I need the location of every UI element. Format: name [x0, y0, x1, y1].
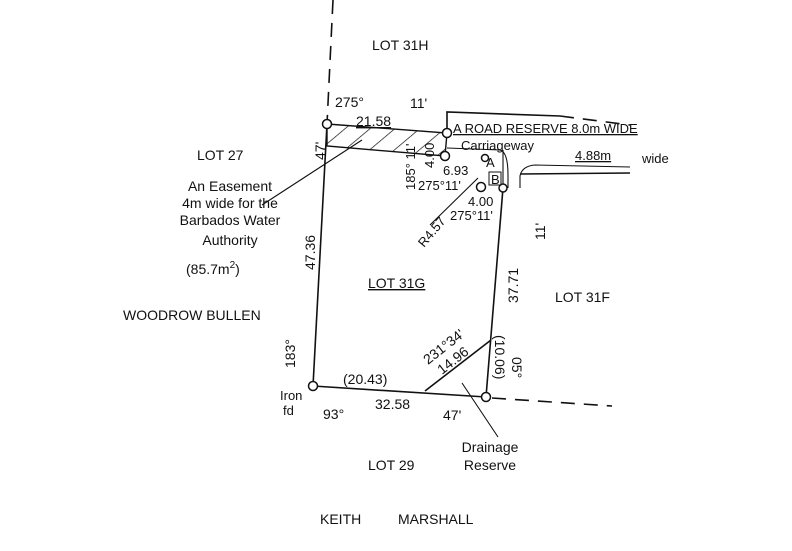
road-reserve-edge — [446, 111, 561, 133]
bottom-bearing-min: 47' — [443, 407, 461, 423]
right-lower-bearing: 05° — [509, 357, 525, 378]
easement-line-3: Barbados Water — [180, 212, 281, 228]
lot-31h-label: LOT 31H — [372, 37, 429, 53]
easement-line-1: An Easement — [188, 178, 272, 194]
drainage-diagonal — [424, 339, 492, 392]
south-extension-line — [491, 397, 613, 407]
right-lower-length: (10.06) — [492, 335, 508, 379]
south-boundary — [312, 385, 487, 398]
iron-found-label: Iron — [280, 388, 302, 403]
left-length: 47.36 — [302, 235, 318, 270]
point-b-label: B — [491, 172, 500, 187]
survey-point — [480, 391, 492, 403]
road-reserve-south-edge — [519, 172, 631, 175]
top-bearing-deg: 275° — [335, 94, 364, 110]
road-reserve-label: A ROAD RESERVE 8.0m WIDE — [453, 121, 638, 136]
radius-label: R4.57 — [415, 214, 449, 250]
owner-south-first: KEITH — [320, 511, 361, 527]
point-b-box — [488, 171, 502, 186]
iron-found-fd: fd — [283, 403, 294, 418]
carriageway-label: Carriageway — [461, 138, 534, 153]
road-chord: 6.93 — [443, 163, 468, 178]
top-bearing-min: 11' — [410, 95, 427, 111]
survey-point — [439, 150, 451, 162]
lot-31g-label: LOT 31G — [368, 275, 425, 291]
drainage-leader — [461, 382, 499, 438]
lot-31f-label: LOT 31F — [555, 289, 610, 305]
iron-found-point — [307, 380, 319, 392]
radius-leader — [429, 177, 479, 226]
survey-point — [441, 127, 453, 139]
top-length: 21.58 — [356, 113, 391, 129]
survey-point — [475, 181, 487, 193]
owner-south-last: MARSHALL — [398, 511, 474, 527]
carriageway-outline — [446, 147, 631, 188]
carriageway-width: 4.88m — [575, 148, 611, 163]
west-boundary — [312, 123, 328, 387]
survey-point — [480, 153, 490, 163]
point-a-label: A — [486, 155, 495, 170]
east-boundary — [485, 187, 504, 398]
road-side-length: 4.00 — [422, 143, 437, 168]
easement-line-2: 4m wide for the — [182, 195, 278, 211]
road-reserve-dashed — [559, 115, 631, 126]
survey-point — [321, 118, 333, 130]
road-bearing-3: 275°11' — [450, 208, 493, 223]
road-bearing: 185° 11' — [403, 144, 418, 190]
north-extension-line — [326, 0, 334, 125]
right-length: 37.71 — [505, 268, 521, 303]
bottom-partial-length: (20.43) — [343, 371, 387, 387]
easement-area: (85.7m2) — [186, 260, 240, 277]
bottom-bearing-deg: 93° — [323, 406, 344, 422]
bottom-length: 32.58 — [375, 396, 410, 412]
lot-29-label: LOT 29 — [368, 457, 415, 473]
road-bearing-2: 275°11' — [418, 178, 461, 193]
left-bearing-min: 47' — [312, 142, 328, 160]
drainage-reserve-line2: Reserve — [464, 457, 516, 473]
carriageway-wide: wide — [641, 151, 669, 166]
road-bottom-length: 4.00 — [468, 194, 493, 209]
lot-27-label: LOT 27 — [197, 147, 244, 163]
owner-west: WOODROW BULLEN — [123, 307, 261, 323]
left-bearing-deg: 183° — [282, 339, 298, 368]
survey-point — [498, 183, 508, 193]
easement-leader — [261, 139, 363, 206]
right-bearing-min: 11' — [532, 223, 548, 240]
easement-line-4: Authority — [202, 232, 257, 248]
drainage-reserve-line1: Drainage — [462, 439, 519, 455]
